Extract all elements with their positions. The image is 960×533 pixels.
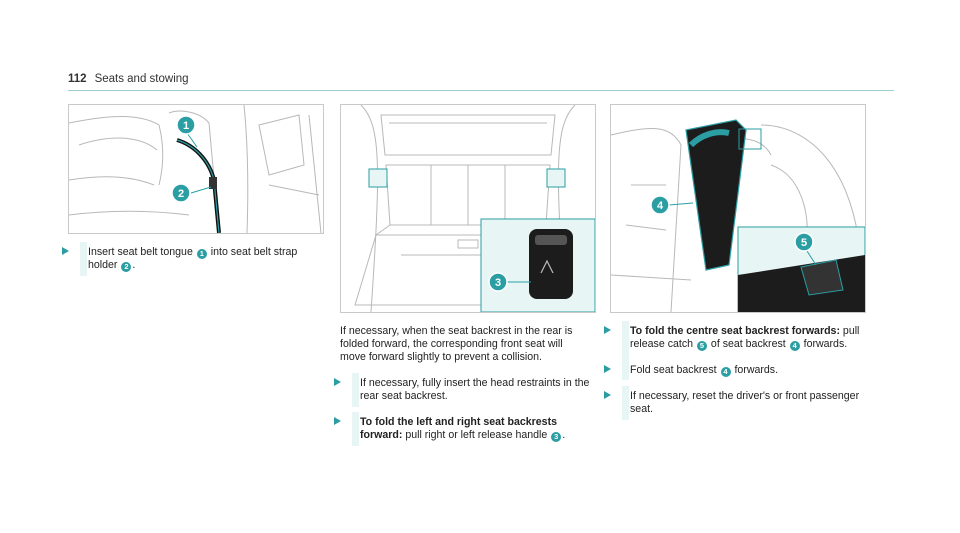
seat-belt-illustration: 1 2 [69, 105, 322, 233]
svg-text:3: 3 [495, 277, 501, 289]
badge-1: 1 [196, 249, 207, 259]
step-arrow-icon [604, 365, 611, 373]
step-fold-backrest: Fold seat backrest 4 forwards. [604, 360, 860, 380]
page-header: 112 Seats and stowing [68, 73, 189, 85]
step-highlight-bar [80, 242, 87, 276]
step-highlight-bar [352, 373, 359, 407]
badge-2: 2 [121, 262, 132, 272]
figure-luggage-compartment: 3 [340, 104, 596, 313]
callout-4: 4 [650, 195, 670, 215]
step-arrow-icon [334, 378, 341, 386]
column-3-text: To fold the centre seat backrest forward… [604, 321, 860, 429]
step-highlight-bar [622, 321, 629, 367]
step-reset-seat: If necessary, reset the driver's or fron… [604, 386, 860, 420]
svg-text:4: 4 [657, 200, 664, 212]
step-arrow-icon [334, 417, 341, 425]
intro-paragraph: If necessary, when the seat backrest in … [340, 325, 573, 363]
centre-backrest-illustration: 4 5 [611, 119, 865, 312]
step-fold-left-right: To fold the left and right seat backrest… [334, 412, 590, 446]
badge-4: 4 [720, 367, 731, 377]
step-arrow-icon [604, 326, 611, 334]
callout-1: 1 [176, 115, 196, 135]
header-rule [68, 90, 894, 91]
column-1-text: Insert seat belt tongue 1 into seat belt… [62, 242, 318, 285]
column-2-text: If necessary, when the seat backrest in … [334, 325, 590, 455]
figure-centre-backrest: 4 5 [610, 104, 866, 313]
svg-text:1: 1 [183, 120, 189, 132]
step-highlight-bar [622, 386, 629, 420]
badge-5: 5 [696, 341, 707, 351]
step-highlight-bar [622, 360, 629, 380]
step-arrow-icon [604, 391, 611, 399]
figure-seat-belt-holder: 1 2 [68, 104, 324, 234]
callout-2: 2 [171, 183, 191, 203]
luggage-compartment-illustration: 3 [354, 105, 595, 312]
badge-4: 4 [789, 341, 800, 351]
step-highlight-bar [352, 412, 359, 446]
section-title: Seats and stowing [94, 73, 189, 85]
step-arrow-icon [62, 247, 69, 255]
step-insert-belt: Insert seat belt tongue 1 into seat belt… [62, 242, 318, 276]
svg-text:5: 5 [801, 237, 807, 249]
callout-5: 5 [794, 232, 814, 252]
step-head-restraints: If necessary, fully insert the head rest… [334, 373, 590, 407]
callout-3: 3 [488, 272, 508, 292]
page-number: 112 [68, 73, 87, 85]
svg-text:2: 2 [178, 188, 184, 200]
badge-3: 3 [551, 432, 562, 442]
step-fold-centre: To fold the centre seat backrest forward… [604, 321, 860, 367]
